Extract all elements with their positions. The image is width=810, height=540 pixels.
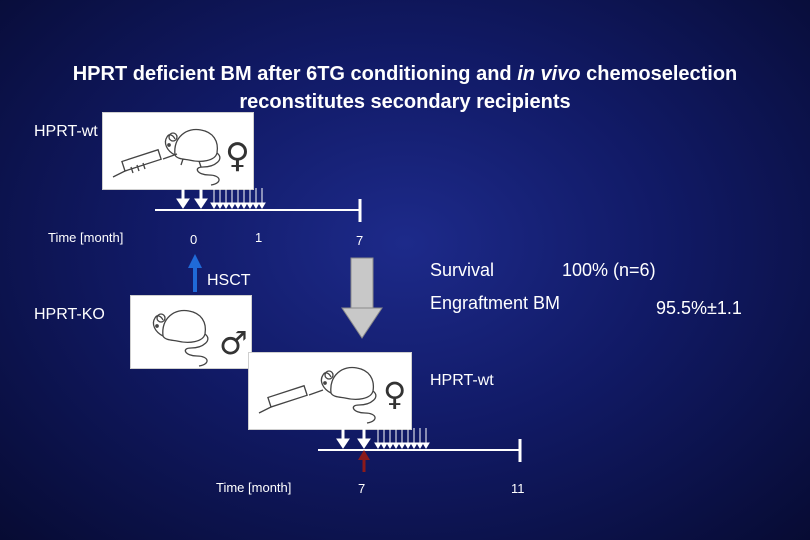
title-line-2: reconstitutes secondary recipients bbox=[239, 91, 571, 113]
female-symbol-icon: ♀ bbox=[225, 136, 250, 176]
slide-title: HPRT deficient BM after 6TG conditioning… bbox=[0, 60, 810, 116]
engraftment-value: 95.5%±1.1 bbox=[656, 298, 742, 318]
donor-ko-panel: ♂ bbox=[130, 295, 252, 369]
timeline-top-axis-label: Time [month] bbox=[48, 230, 124, 245]
male-symbol-icon: ♂ bbox=[219, 324, 248, 362]
treatment-arrows-top bbox=[176, 186, 266, 209]
recipient-bottom-panel: ♀ bbox=[248, 352, 412, 430]
hsct-label: HSCT bbox=[207, 272, 251, 289]
transplant-arrow bbox=[358, 450, 370, 472]
treatment-arrows-bottom bbox=[336, 426, 430, 449]
mouse-icon bbox=[152, 309, 209, 367]
timeline-top-tick-0: 0 bbox=[190, 232, 198, 247]
donor-ko-label: HPRT-KO bbox=[34, 306, 105, 323]
transfer-down-arrow bbox=[341, 257, 383, 339]
timeline-bottom-tick-0: 7 bbox=[358, 481, 366, 496]
title-line-1: HPRT deficient BM after 6TG conditioning… bbox=[72, 63, 738, 85]
recipient-bottom-label: HPRT-wt bbox=[430, 372, 494, 389]
female-symbol-icon: ♀ bbox=[383, 375, 406, 413]
mouse-icon bbox=[320, 366, 377, 424]
syringe-icon bbox=[258, 384, 324, 414]
timeline-bottom-axis-label: Time [month] bbox=[216, 480, 292, 495]
timeline-top-tick-1: 1 bbox=[255, 230, 263, 245]
donor-top-panel: ♀ bbox=[102, 112, 254, 190]
hsct-arrow bbox=[188, 254, 202, 292]
syringe-icon bbox=[112, 148, 178, 178]
timeline-bottom-tick-1: 11 bbox=[511, 481, 525, 496]
survival-value: 100% (n=6) bbox=[562, 260, 656, 280]
donor-top-label: HPRT-wt bbox=[34, 123, 98, 140]
timeline-top-tick-2: 7 bbox=[356, 233, 364, 248]
engraftment-label: Engraftment BM bbox=[430, 293, 561, 313]
mouse-icon bbox=[164, 128, 221, 186]
survival-label: Survival bbox=[430, 260, 495, 280]
